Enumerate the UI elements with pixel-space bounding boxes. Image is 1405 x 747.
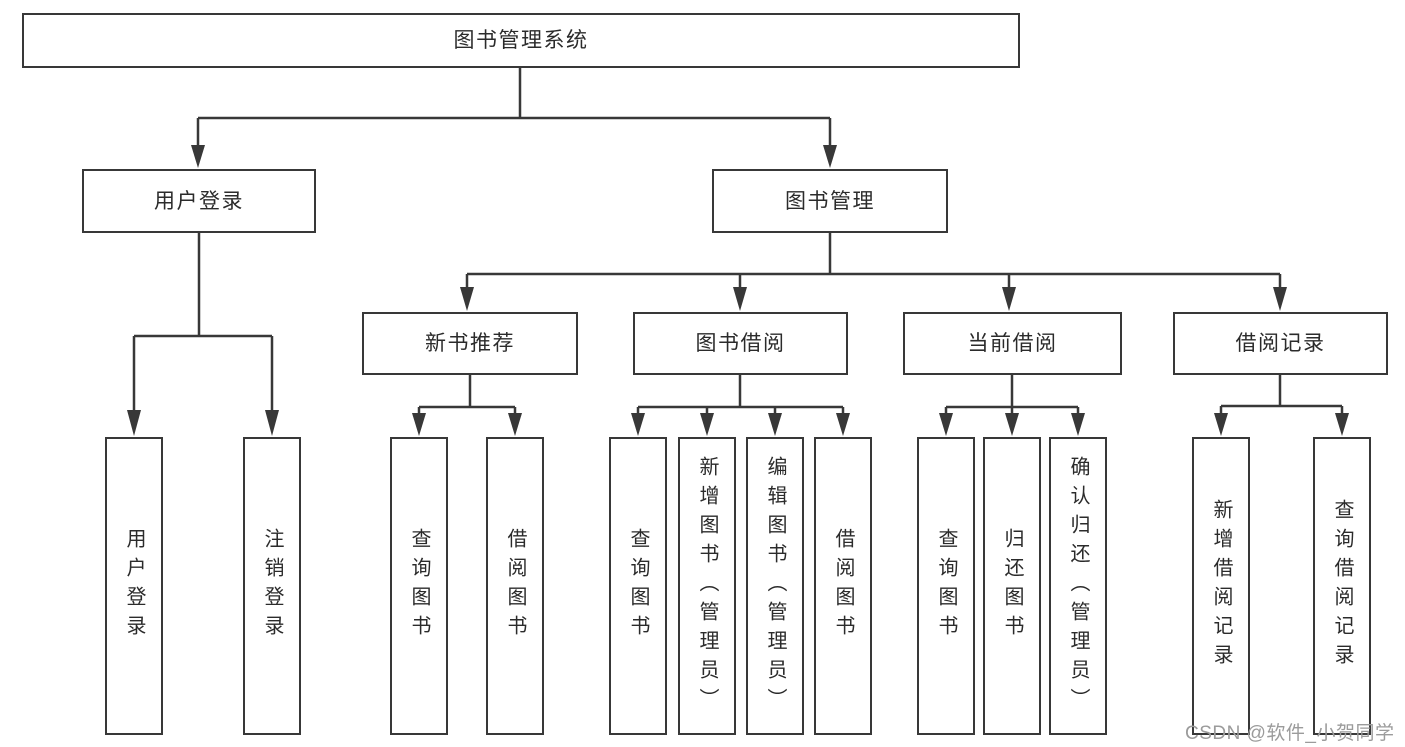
node-new-book-recommend: 新书推荐	[362, 312, 578, 375]
leaf-user-login: 用户登录	[105, 437, 163, 735]
leaf-current-return-books: 归还图书	[983, 437, 1041, 735]
node-book-management: 图书管理	[712, 169, 948, 233]
csdn-watermark: CSDN @软件_小贺同学	[1185, 723, 1395, 744]
node-root-system: 图书管理系统	[22, 13, 1020, 68]
leaf-borrow-query-books: 查询图书	[609, 437, 667, 735]
node-current-borrow: 当前借阅	[903, 312, 1122, 375]
leaf-logout: 注销登录	[243, 437, 301, 735]
leaf-newbooks-query-books: 查询图书	[390, 437, 448, 735]
node-user-login: 用户登录	[82, 169, 316, 233]
node-book-borrow: 图书借阅	[633, 312, 848, 375]
leaf-borrow-add-books-admin: 新增图书（管理员）	[678, 437, 736, 735]
leaf-current-query-books: 查询图书	[917, 437, 975, 735]
leaf-records-add-record: 新增借阅记录	[1192, 437, 1250, 735]
leaf-newbooks-borrow-books: 借阅图书	[486, 437, 544, 735]
leaf-borrow-borrow-books: 借阅图书	[814, 437, 872, 735]
leaf-records-query-record: 查询借阅记录	[1313, 437, 1371, 735]
leaf-current-confirm-return-admin: 确认归还（管理员）	[1049, 437, 1107, 735]
leaf-borrow-edit-books-admin: 编辑图书（管理员）	[746, 437, 804, 735]
node-borrow-records: 借阅记录	[1173, 312, 1388, 375]
